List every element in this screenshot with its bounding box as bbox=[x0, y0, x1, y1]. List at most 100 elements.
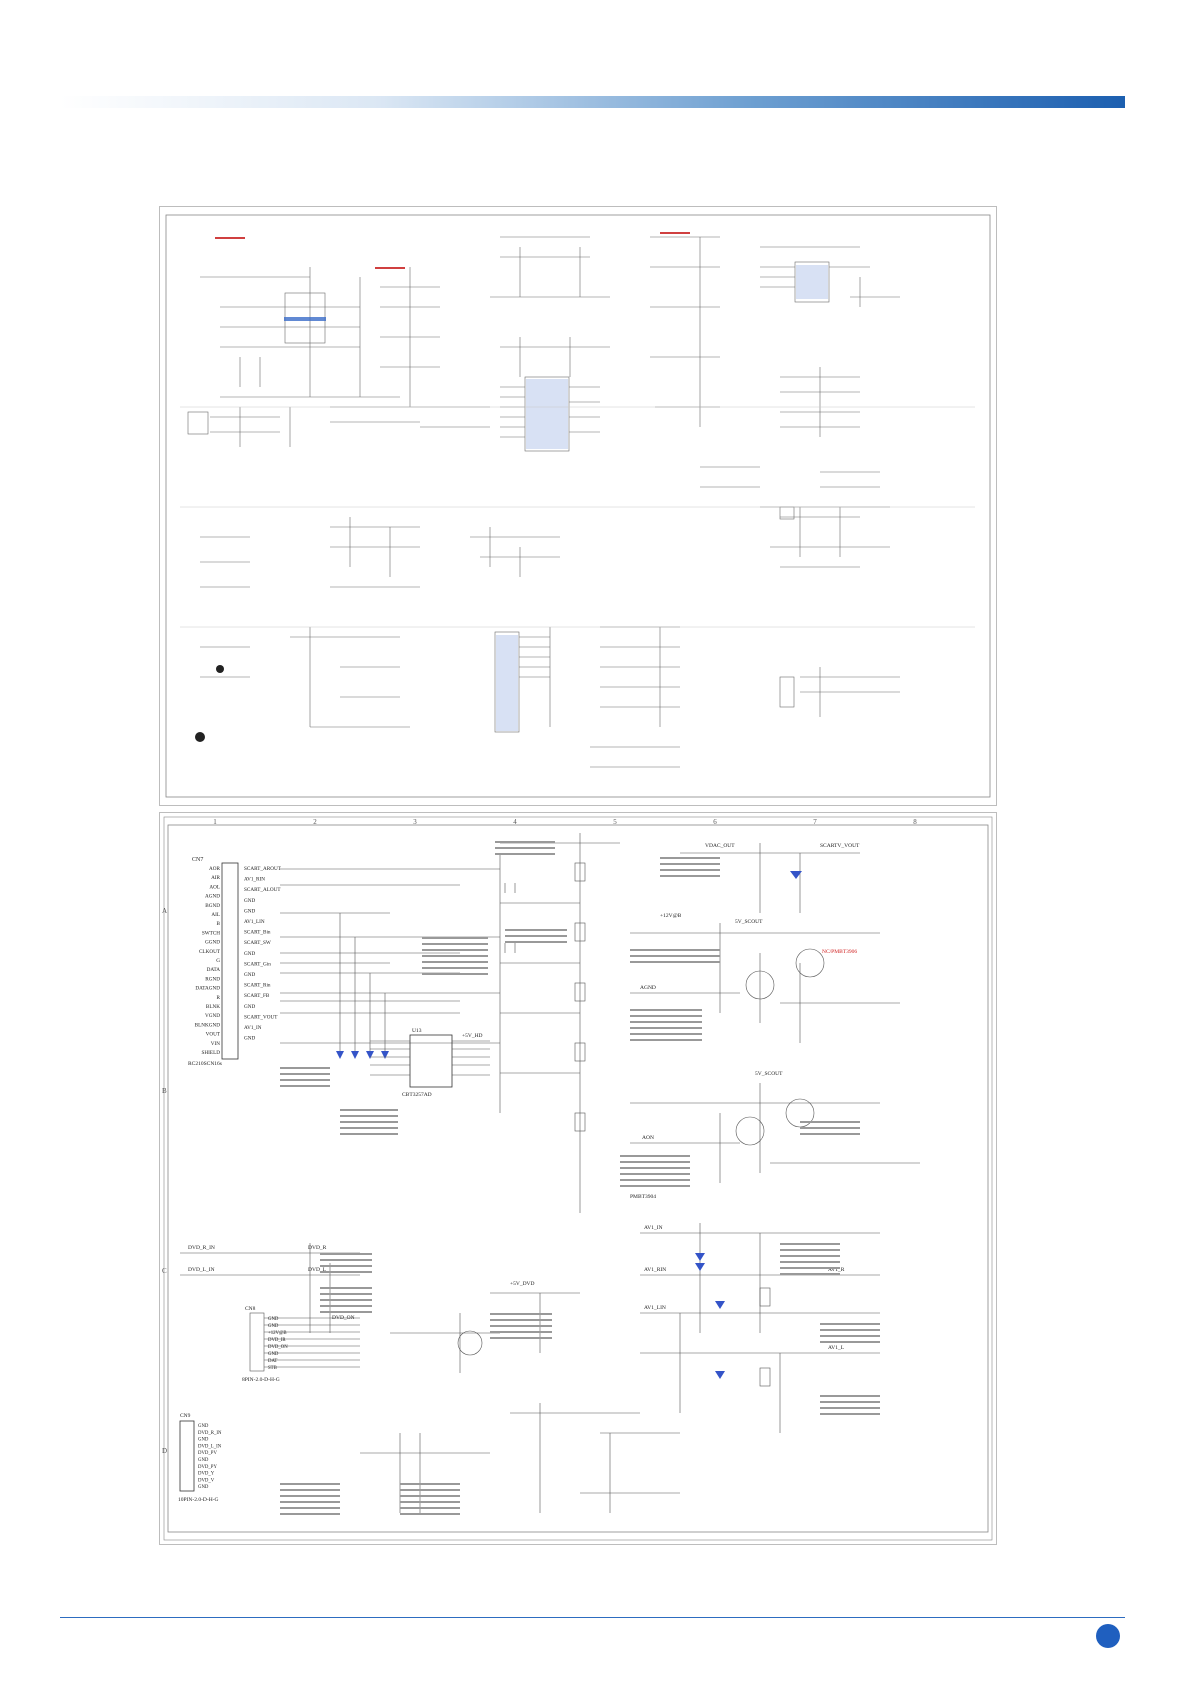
cn8-part: 8PIN-2.0-D-H-G bbox=[242, 1377, 280, 1383]
cn7-pin-label-13: DATAGND bbox=[195, 986, 220, 992]
col-num-6: 6 bbox=[713, 818, 717, 826]
cn7-pin-label-15: BLNK bbox=[206, 1004, 220, 1010]
schematic-sheet-1 bbox=[159, 206, 997, 806]
pmbt-label: PMBT3904 bbox=[630, 1194, 656, 1200]
dvd-r-in-label: DVD_R_IN bbox=[188, 1245, 215, 1251]
cn7-net-label-15: AV1_IN bbox=[244, 1025, 262, 1031]
dvd-l-label: DVD_L bbox=[308, 1267, 327, 1273]
header-gradient-bar bbox=[60, 96, 1125, 108]
cn7-pin-label-9: CLKOUT bbox=[199, 949, 221, 955]
cn9-pin-label-0: GND bbox=[198, 1424, 209, 1429]
aon-net-label: AON bbox=[642, 1135, 654, 1141]
cn7-net-label-1: AV1_RIN bbox=[244, 877, 265, 883]
svg-text:CN7: CN7 bbox=[192, 857, 203, 863]
svg-text:CBT3257AD: CBT3257AD bbox=[402, 1092, 432, 1098]
cn9-pin-label-9: GND bbox=[198, 1485, 209, 1490]
cn7-net-label-9: SCART_Gin bbox=[244, 961, 271, 967]
vdac-out-label: VDAC_OUT bbox=[705, 843, 735, 849]
cn7-net-label-10: GND bbox=[244, 972, 255, 978]
cn8-pin-label-1: GND bbox=[268, 1324, 279, 1329]
dvd-on-label: DVD_ON bbox=[332, 1315, 355, 1321]
cn8-ref: CN8 bbox=[245, 1306, 256, 1312]
cn7-pin-label-20: SHIELD bbox=[202, 1050, 221, 1056]
cn8-pin-label-5: GND bbox=[268, 1352, 279, 1357]
cn7-net-label-16: GND bbox=[244, 1036, 255, 1042]
connector-cn9: CN9 GNDDVD_R_INGNDDVD_L_INDVD_PVGNDDVD_P… bbox=[178, 1413, 222, 1503]
dvd-5v-label: +5V_DVD bbox=[510, 1281, 535, 1287]
cn7-pin-label-4: BGND bbox=[205, 903, 220, 909]
plus12v-label: +12V@B bbox=[660, 913, 682, 919]
av1-in-label: AV1_IN bbox=[644, 1225, 663, 1231]
col-num-5: 5 bbox=[613, 818, 617, 826]
cn9-pin-label-8: DVD_V bbox=[198, 1478, 215, 1483]
cn7-pin-label-17: BLNKGND bbox=[195, 1022, 221, 1028]
cn8-pin-label-4: DVD_ON bbox=[268, 1345, 288, 1350]
cn7-net-label-14: SCART_VOUT bbox=[244, 1014, 278, 1020]
cn9-pin-label-5: GND bbox=[198, 1458, 209, 1463]
svg-text:+5V_HD: +5V_HD bbox=[462, 1033, 483, 1039]
cn7-pin-label-11: DATA bbox=[207, 967, 221, 973]
cn7-net-label-5: AV1_LIN bbox=[244, 919, 265, 925]
row-letter-c: C bbox=[162, 1267, 167, 1275]
cn7-net-label-7: SCART_SW bbox=[244, 940, 271, 946]
cn7-net-label-0: SCART_AROUT bbox=[244, 866, 282, 872]
col-num-8: 8 bbox=[913, 818, 917, 826]
av1-lin-label: AV1_LIN bbox=[644, 1305, 666, 1311]
svg-text:U13: U13 bbox=[412, 1028, 422, 1034]
av1-l-label: AV1_L bbox=[828, 1345, 845, 1351]
cn7-net-label-13: GND bbox=[244, 1004, 255, 1010]
cn7-pin-label-19: VIN bbox=[211, 1041, 220, 1047]
cn7-pin-label-2: AOL bbox=[209, 884, 220, 890]
agnd-net-label: AGND bbox=[640, 985, 656, 991]
cn9-pin-label-6: DVD_PY bbox=[198, 1465, 217, 1470]
cn7-pin-label-6: B bbox=[217, 921, 221, 927]
scart-vout-label: SCARTV_VOUT bbox=[820, 843, 860, 849]
ic-cbt3257: U13 CBT3257AD +5V_HD bbox=[370, 1028, 490, 1098]
row-letter-a: A bbox=[162, 907, 167, 915]
cn7-pin-label-12: RGND bbox=[205, 976, 220, 982]
col-num-1: 1 bbox=[213, 818, 217, 826]
cn7-net-label-8: GND bbox=[244, 951, 255, 957]
col-num-3: 3 bbox=[413, 818, 417, 826]
svg-text:10PIN-2.0-D-H-G: 10PIN-2.0-D-H-G bbox=[178, 1497, 219, 1503]
cn8-pin-label-2: +12V@B bbox=[268, 1331, 287, 1336]
nc-pmbt-label: NC/PMBT3906 bbox=[822, 949, 857, 955]
cn7-net-label-3: GND bbox=[244, 898, 255, 904]
cn7-net-label-2: SCART_ALOUT bbox=[244, 887, 281, 893]
cn9-pin-label-4: DVD_PV bbox=[198, 1451, 217, 1456]
scart-connector-cn7: CN7 AOR AIR AOL AGND BGND AIL B SWTCH G GND CLKOUT… bbox=[188, 857, 282, 1067]
cn7-pin-label-3: AGND bbox=[205, 894, 220, 900]
cn7-net-label-6: SCART_Bin bbox=[244, 930, 271, 936]
footer-rule bbox=[60, 1617, 1125, 1618]
cn7-pin-label-18: VOUT bbox=[206, 1032, 221, 1038]
av1-r-label: AV1_R bbox=[828, 1267, 845, 1273]
cn7-net-label-4: GND bbox=[244, 908, 255, 914]
cn8-pin-label-3: DVD_IR bbox=[268, 1338, 286, 1343]
col-num-7: 7 bbox=[813, 818, 817, 826]
cn7-net-label-12: SCART_FB bbox=[244, 993, 270, 999]
svg-text:RC210SCN16s: RC210SCN16s bbox=[188, 1061, 222, 1067]
cn7-pin-label-14: R bbox=[217, 995, 221, 1001]
cn7-pin-label-7: SWTCH bbox=[202, 930, 220, 936]
dvd-r-label: DVD_R bbox=[308, 1245, 327, 1251]
cn7-pin-label-10: G bbox=[216, 958, 220, 964]
schematic-sheet-1-drawing bbox=[165, 214, 991, 798]
col-num-4: 4 bbox=[513, 818, 517, 826]
cn7-pin-label-0: AOR bbox=[209, 866, 220, 872]
cn9-pin-label-3: DVD_L_IN bbox=[198, 1444, 222, 1449]
cn9-pin-label-7: DVD_Y bbox=[198, 1472, 215, 1477]
cn9-pin-label-1: DVD_R_IN bbox=[198, 1431, 222, 1436]
svg-text:CN9: CN9 bbox=[180, 1413, 191, 1419]
cn7-pin-label-1: AIR bbox=[211, 875, 220, 881]
schematic-sheet-2: 1 2 3 4 5 6 7 8 A B C D CN7 AOR AIR AOL AGN… bbox=[159, 812, 997, 1545]
scout-label: 5V_SCOUT bbox=[735, 919, 763, 925]
cn7-pin-label-16: VGND bbox=[205, 1013, 220, 1019]
row-letter-d: D bbox=[162, 1447, 167, 1455]
cn8-pin-label-6: DAT bbox=[268, 1359, 277, 1364]
cn7-pin-label-5: AIL bbox=[211, 912, 220, 918]
cn8-pin-label-0: GND bbox=[268, 1317, 279, 1322]
cn7-net-label-11: SCART_Rin bbox=[244, 983, 271, 989]
cn9-pin-label-2: GND bbox=[198, 1438, 209, 1443]
schematic-sheet-2-drawing: 1 2 3 4 5 6 7 8 A B C D CN7 AOR AIR AOL AGN… bbox=[162, 816, 993, 1541]
col-num-2: 2 bbox=[313, 818, 317, 826]
